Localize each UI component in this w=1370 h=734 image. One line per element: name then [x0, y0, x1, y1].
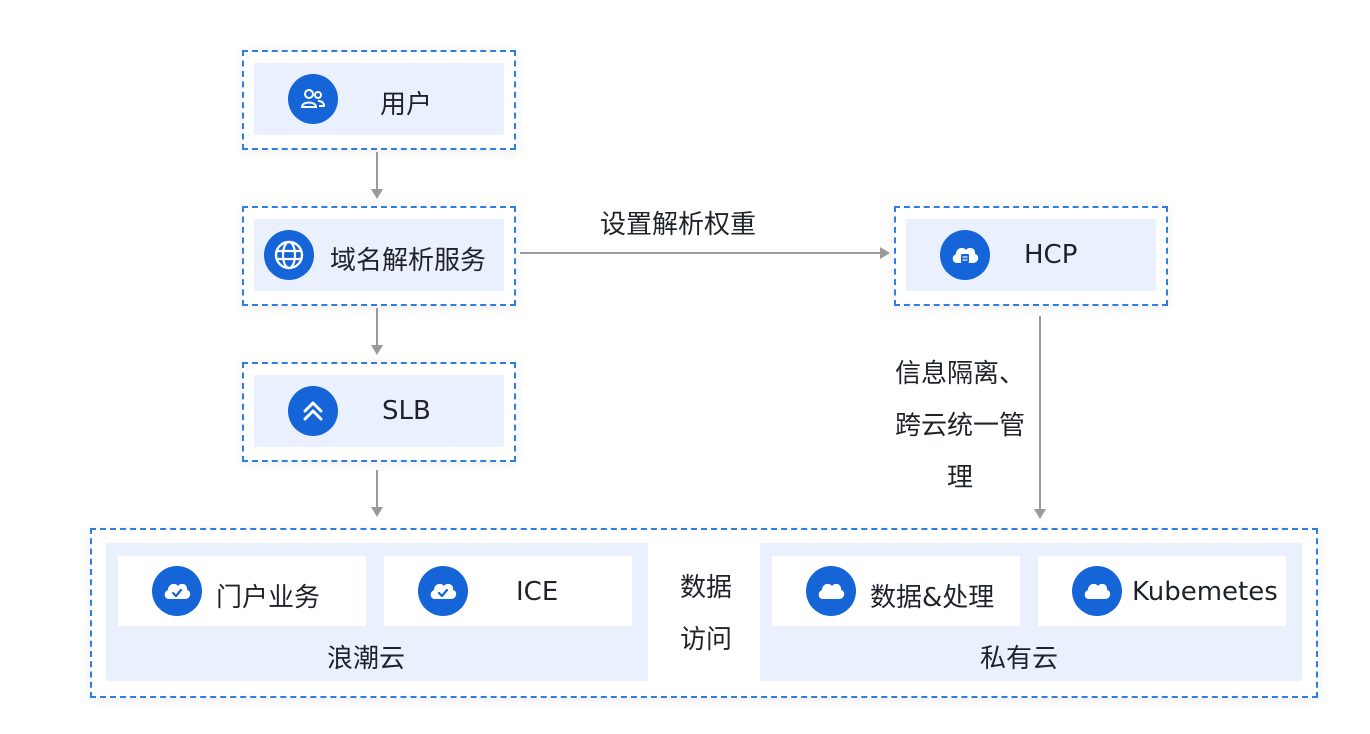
cloud-icon	[806, 566, 856, 616]
edge-label-hcp-to-private: 信息隔离、 跨云统一管 理	[888, 348, 1032, 504]
arrow-head	[1034, 509, 1046, 519]
portal-node[interactable]: 门户业务	[118, 556, 366, 626]
arrow-head	[371, 189, 383, 199]
globe-icon	[264, 230, 314, 280]
edge-label-line: 访问	[679, 625, 732, 655]
edge-label-line: 跨云统一管	[894, 411, 1025, 441]
edge-label-data-access: 数据 访问	[664, 562, 748, 666]
edge-label-line: 数据	[679, 573, 732, 603]
user-label: 用户	[380, 90, 433, 120]
inspur-cloud-label: 浪潮云	[327, 644, 406, 674]
users-icon	[288, 74, 338, 124]
cloud-icon	[1072, 566, 1122, 616]
dns-label: 域名解析服务	[330, 246, 487, 276]
edge-label-line: 信息隔离、	[894, 359, 1025, 389]
cloud-check-icon	[152, 566, 202, 616]
cloud-check-icon	[418, 566, 468, 616]
arrow-hcp-to-private-cloud	[1039, 316, 1041, 510]
slb-node[interactable]: SLB	[254, 375, 504, 447]
edge-label-line: 理	[946, 463, 973, 493]
arrow-user-to-dns	[376, 152, 378, 190]
hcp-label: HCP	[1024, 240, 1078, 270]
arrow-dns-to-hcp	[520, 252, 882, 254]
kubernetes-node[interactable]: Kubemetes	[1038, 556, 1286, 626]
arrow-head	[880, 247, 890, 259]
cloud-server-icon	[940, 230, 990, 280]
data-processing-label: 数据&处理	[870, 583, 995, 613]
ice-node[interactable]: ICE	[384, 556, 632, 626]
ice-label: ICE	[516, 577, 559, 607]
kubernetes-label: Kubemetes	[1132, 577, 1278, 607]
private-cloud-label: 私有云	[980, 644, 1059, 674]
arrow-head	[371, 507, 383, 517]
portal-label: 门户业务	[216, 583, 321, 613]
user-node[interactable]: 用户	[254, 63, 504, 135]
slb-label: SLB	[382, 396, 431, 426]
hcp-node[interactable]: HCP	[906, 219, 1156, 291]
data-processing-node[interactable]: 数据&处理	[772, 556, 1020, 626]
arrow-dns-to-slb	[376, 308, 378, 346]
dns-node[interactable]: 域名解析服务	[254, 219, 504, 291]
arrow-head	[371, 345, 383, 355]
arrow-slb-to-inspur-cloud	[376, 470, 378, 508]
edge-label-dns-to-hcp: 设置解析权重	[600, 210, 757, 240]
chevrons-up-icon	[288, 386, 338, 436]
